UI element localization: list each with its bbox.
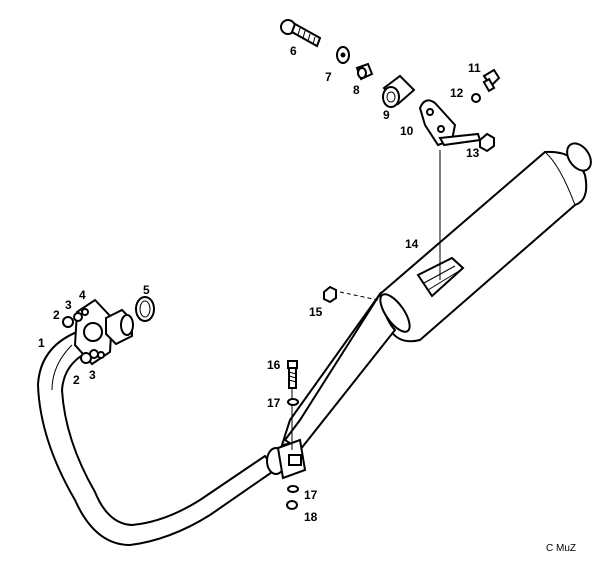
label-part-9: 9	[383, 108, 390, 122]
nuts-washers-lower	[80, 349, 99, 364]
label-part-3-lower: 3	[89, 368, 96, 382]
washer-12	[471, 93, 481, 103]
bolt-11	[482, 68, 501, 93]
label-part-10: 10	[400, 124, 414, 138]
label-part-3-upper: 3	[65, 298, 72, 312]
nut-18	[286, 500, 298, 510]
label-part-4: 4	[79, 288, 86, 302]
nut-13	[479, 132, 495, 153]
label-part-11: 11	[468, 61, 481, 75]
sleeve	[105, 308, 134, 346]
washer-17-top	[287, 398, 299, 406]
spacer-8	[355, 62, 374, 81]
label-part-5: 5	[143, 283, 150, 297]
header-pipe	[36, 328, 286, 547]
copyright-label: C MuZ	[546, 543, 576, 554]
label-part-13: 13	[466, 146, 480, 160]
label-part-16: 16	[267, 358, 281, 372]
bolt-6	[280, 19, 322, 48]
label-part-18: 18	[304, 510, 318, 524]
label-part-6: 6	[290, 44, 297, 58]
label-part-14: 14	[405, 237, 419, 251]
washer-7	[336, 46, 350, 64]
gasket-ring	[135, 296, 155, 322]
label-part-2-upper: 2	[53, 308, 60, 322]
exhaust-flange	[73, 298, 114, 366]
label-part-12: 12	[450, 86, 464, 100]
link-clamp	[276, 438, 307, 480]
rubber-bush-9	[382, 74, 416, 108]
label-part-8: 8	[353, 83, 360, 97]
nuts-washers-upper	[62, 312, 83, 328]
label-part-2-lower: 2	[73, 373, 80, 387]
washer-17-bottom	[287, 485, 299, 493]
label-part-15: 15	[309, 305, 323, 319]
label-part-17-lower: 17	[304, 488, 318, 502]
label-part-7: 7	[325, 70, 332, 84]
bracket-10	[418, 99, 482, 147]
nut-15	[323, 285, 379, 304]
muffler	[280, 142, 592, 452]
label-part-1: 1	[38, 336, 45, 350]
label-part-17-upper: 17	[267, 396, 281, 410]
